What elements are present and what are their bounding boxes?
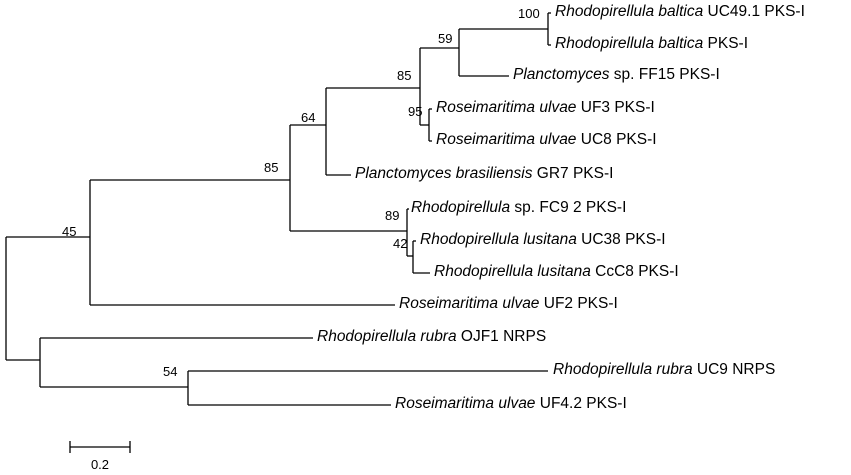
leaf-label-t4: Roseimaritima ulvae UF3 PKS-I	[436, 99, 655, 116]
support-value-main-clade: 45	[62, 224, 76, 239]
leaf-label-t5: Roseimaritima ulvae UC8 PKS-I	[436, 131, 657, 148]
leaf-label-t10: Roseimaritima ulvae UF2 PKS-I	[399, 295, 618, 312]
support-value-brasiliensis-clade: 64	[301, 110, 315, 125]
support-value-nrps-clade: 54	[163, 364, 177, 379]
support-value-baltica-ulvae: 85	[397, 68, 411, 83]
leaf-label-t7: Rhodopirellula sp. FC9 2 PKS-I	[411, 199, 626, 216]
support-value-baltica-ff15: 59	[438, 31, 452, 46]
support-value-fc9-lusitana: 89	[385, 208, 399, 223]
leaf-label-t8: Rhodopirellula lusitana UC38 PKS-I	[420, 231, 666, 248]
scale-bar-label: 0.2	[91, 457, 109, 472]
leaf-label-t9: Rhodopirellula lusitana CcC8 PKS-I	[434, 263, 679, 280]
support-value-rb-baltica: 100	[518, 6, 540, 21]
leaf-label-t12: Rhodopirellula rubra UC9 NRPS	[553, 361, 775, 378]
leaf-label-t13: Roseimaritima ulvae UF4.2 PKS-I	[395, 395, 627, 412]
leaf-label-t2: Rhodopirellula baltica PKS-I	[555, 35, 748, 52]
leaf-label-t3: Planctomyces sp. FF15 PKS-I	[513, 66, 720, 83]
scale-bar: 0.2	[69, 441, 131, 472]
tree-branches	[5, 12, 551, 406]
leaf-labels: Rhodopirellula baltica UC49.1 PKS-I Rhod…	[317, 3, 805, 412]
support-value-lusitana-pair: 42	[393, 236, 407, 251]
leaf-label-t6: Planctomyces brasiliensis GR7 PKS-I	[355, 165, 613, 182]
support-values: 100 59 85 95 64 85 89 42 45 54	[62, 6, 540, 379]
support-value-pks-clade: 85	[264, 160, 278, 175]
support-value-ulvae-pair: 95	[408, 104, 422, 119]
leaf-label-t1: Rhodopirellula baltica UC49.1 PKS-I	[555, 3, 805, 20]
leaf-label-t11: Rhodopirellula rubra OJF1 NRPS	[317, 328, 546, 345]
